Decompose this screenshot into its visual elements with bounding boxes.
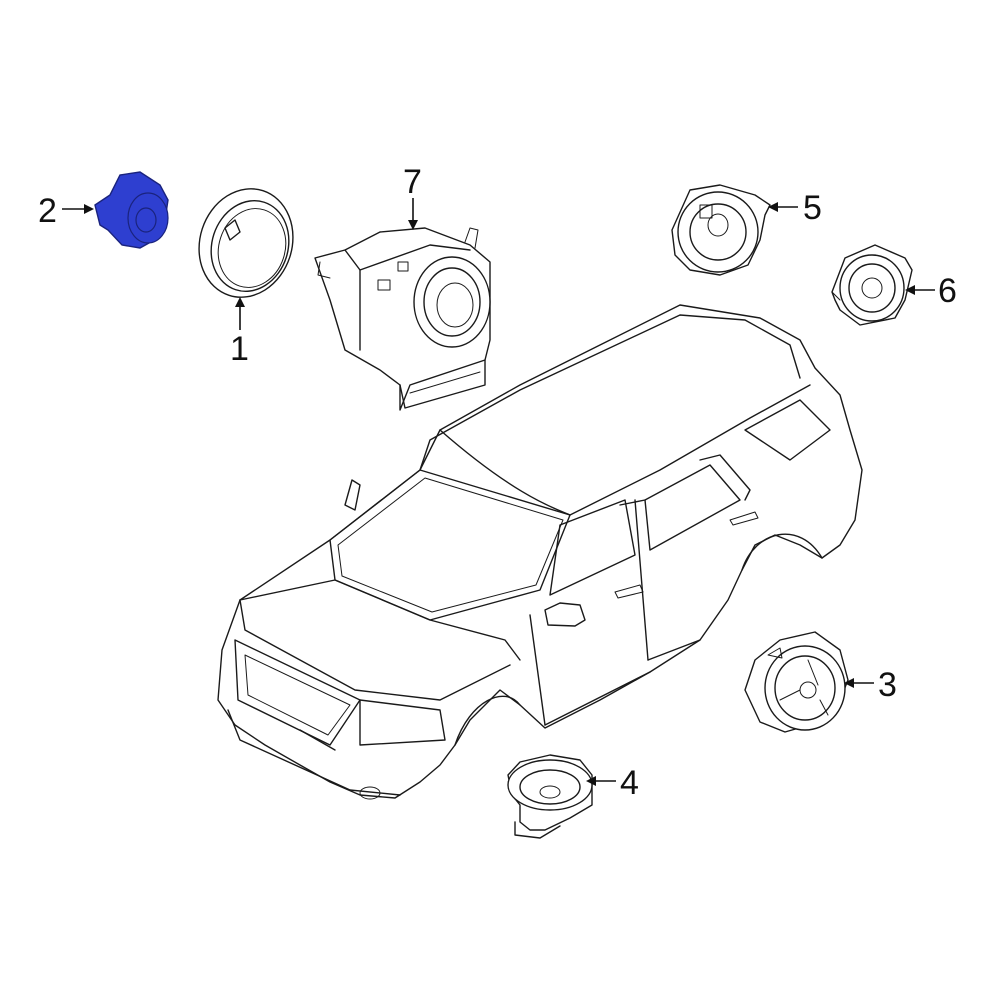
callout-label-1: 1 (230, 330, 249, 368)
callout-5: 5 (768, 189, 822, 227)
part-5-speaker[interactable] (671, 184, 771, 276)
part-4-speaker[interactable] (507, 754, 593, 839)
callout-label-6: 6 (938, 272, 957, 310)
part-2-tweeter[interactable] (94, 171, 169, 249)
callouts: 2 1 7 5 6 3 (38, 163, 957, 802)
part-3-speaker[interactable] (744, 631, 849, 733)
part-1-bracket-ring[interactable] (185, 176, 306, 309)
callout-label-3: 3 (878, 666, 897, 704)
callout-4: 4 (586, 764, 639, 802)
callout-label-4: 4 (620, 764, 639, 802)
callout-7: 7 (403, 163, 422, 230)
callout-2: 2 (38, 192, 94, 230)
part-7-subwoofer[interactable] (314, 227, 491, 411)
callout-1: 1 (230, 297, 249, 368)
callout-3: 3 (844, 666, 897, 704)
callout-label-5: 5 (803, 189, 822, 227)
callout-6: 6 (905, 272, 957, 310)
callout-label-7: 7 (403, 163, 422, 201)
part-6-speaker[interactable] (831, 244, 913, 326)
vehicle-outline (217, 304, 863, 800)
callout-label-2: 2 (38, 192, 57, 230)
